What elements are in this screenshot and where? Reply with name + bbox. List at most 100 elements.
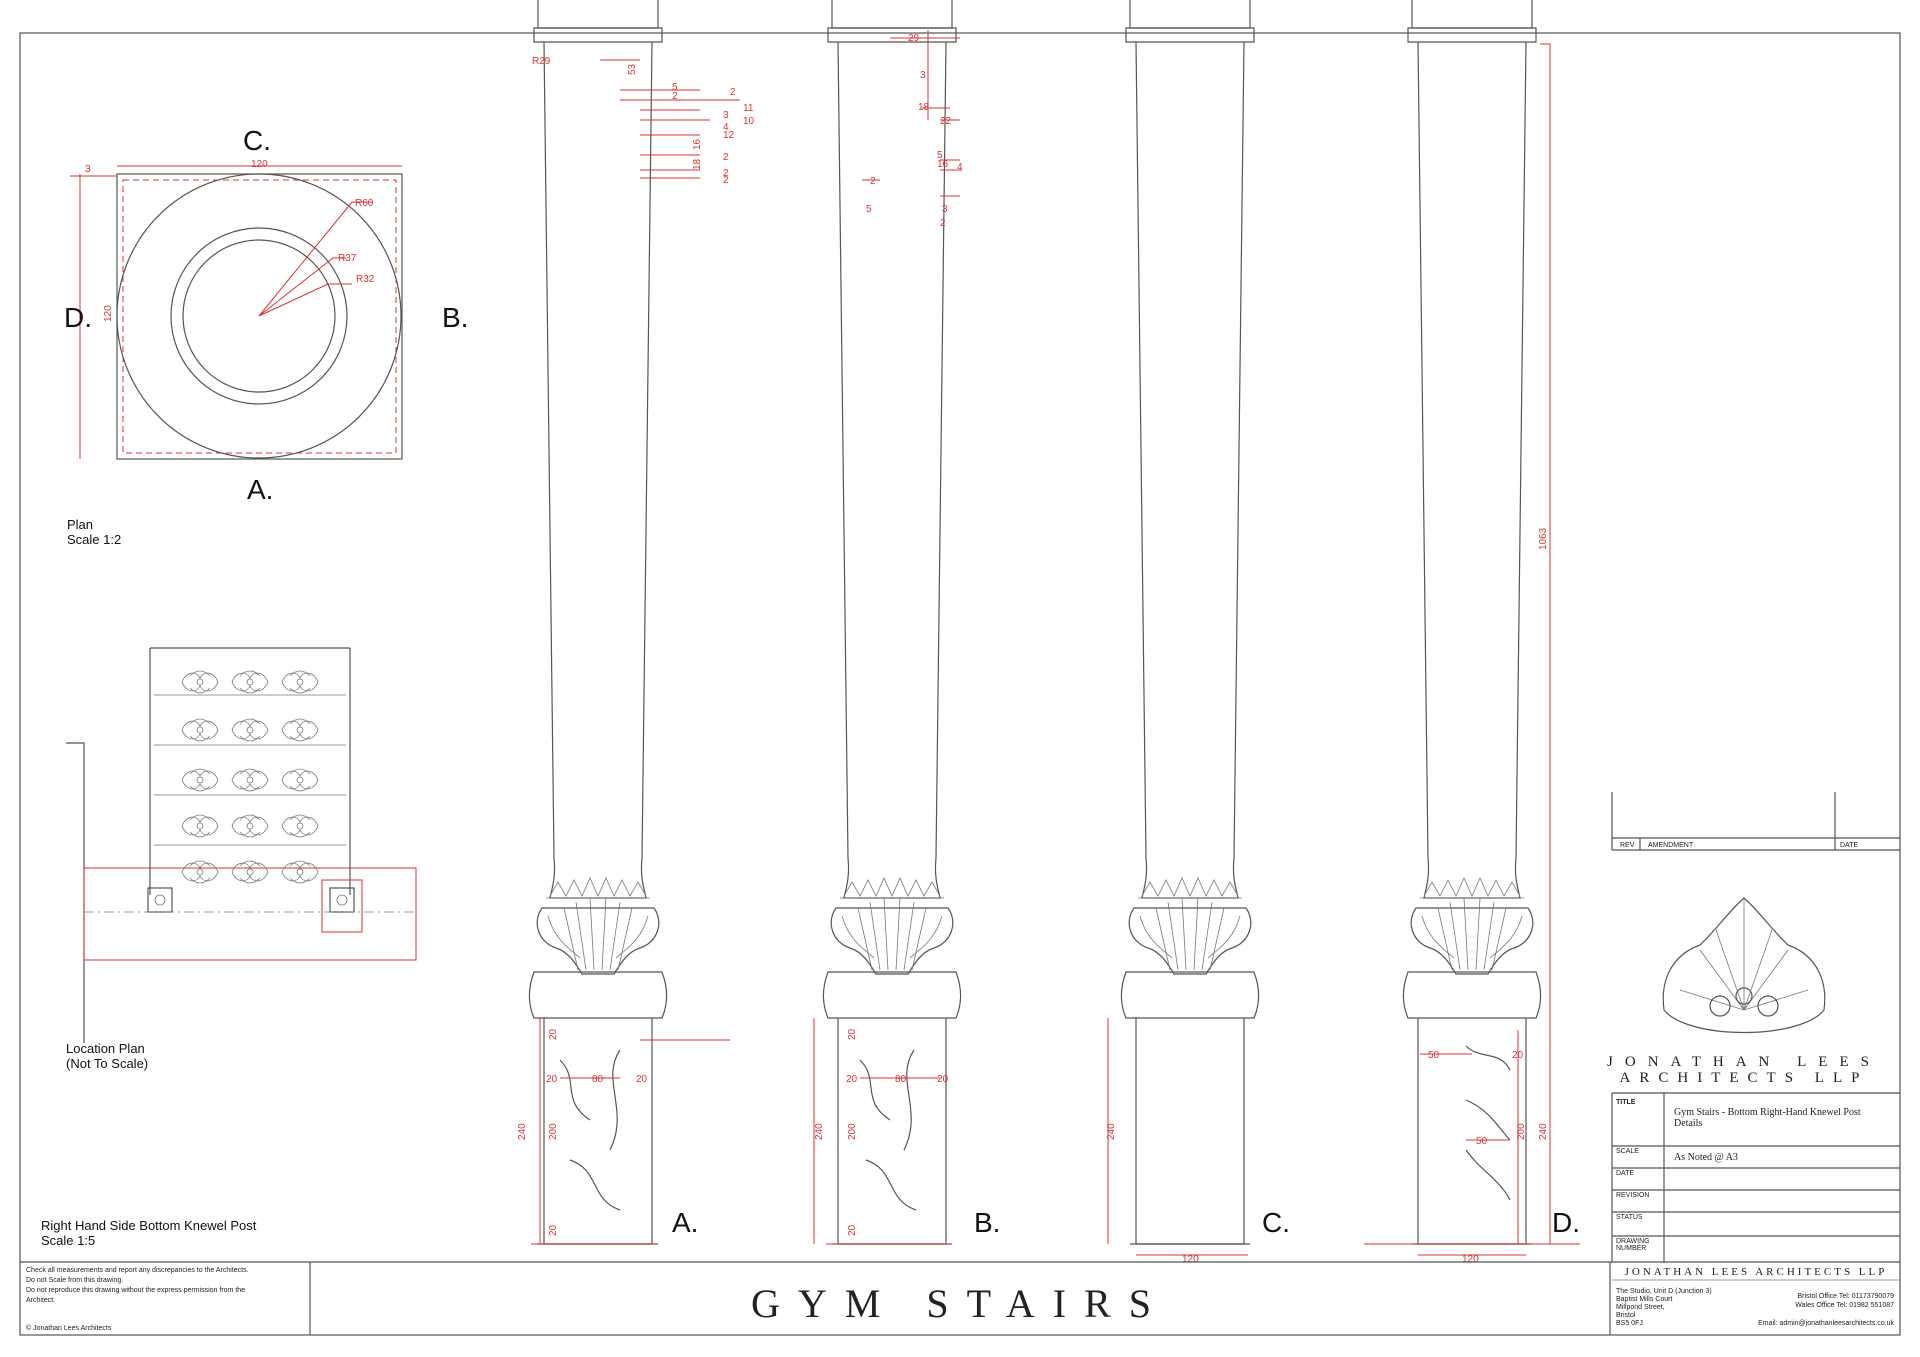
railing-frame	[149, 647, 351, 895]
elevation-d: D. 1063 50 20 50 200 240 120	[1364, 0, 1580, 1265]
bristol-office-phone: Bristol Office Tel: 01173790079	[1797, 1293, 1894, 1300]
railing-panels	[181, 670, 319, 884]
revision-table: REV AMENDMENT DATE	[1611, 792, 1900, 851]
elevation-b-dim: 5	[866, 204, 872, 215]
address-line: BS5 0FJ	[1616, 1320, 1643, 1327]
elevation-a-dim: 2	[730, 87, 736, 98]
elevation-d-dim: 200	[1516, 1123, 1527, 1140]
elevation-a-dim: 200	[548, 1123, 559, 1140]
elevation-caption-title: Right Hand Side Bottom Knewel Post	[41, 1218, 257, 1233]
elevation-b-dim: 200	[847, 1123, 858, 1140]
elevation-a-dim: 3	[723, 110, 729, 121]
elevation-b-dim: 3	[920, 70, 926, 81]
title-value-line2: Details	[1674, 1118, 1702, 1129]
elevation-b-dim: 2	[870, 176, 876, 187]
email-link[interactable]: Email: admin@jonathanleesarchitects.co.u…	[1758, 1320, 1894, 1327]
anthemion-ornament-icon	[1662, 897, 1826, 1034]
plan-inner-square	[122, 179, 397, 454]
elevation-a-dim: 10	[743, 116, 755, 127]
elevation-d-dimension-lines	[1364, 43, 1580, 1256]
elevation-a-label: A.	[672, 1207, 698, 1238]
elevation-b-dim: 5	[937, 150, 943, 161]
drawing-number-label-2: NUMBER	[1616, 1245, 1646, 1252]
elevation-a-dim: 20	[636, 1074, 648, 1085]
amendment-column-header: AMENDMENT	[1648, 842, 1694, 849]
plan-radius-mid: R37	[338, 253, 357, 264]
plan-radius-outer: R60	[355, 198, 374, 209]
elevation-a-dim: 80	[592, 1074, 604, 1085]
elevation-b-dimension-lines	[813, 30, 962, 1245]
railing-rails	[154, 694, 346, 846]
elevation-b-label: B.	[974, 1207, 1000, 1238]
elevation-a-dim: 2	[723, 168, 729, 179]
footer-divider-lines	[20, 1261, 1900, 1335]
elevation-a-dim: 240	[517, 1123, 528, 1140]
logo-line-2: ARCHITECTS LLP	[1620, 1070, 1869, 1086]
wales-office-phone: Wales Office Tel: 01982 551087	[1795, 1302, 1894, 1309]
elevation-a-dim: 4	[723, 122, 729, 133]
elevation-a-dim: 20	[546, 1074, 558, 1085]
elevation-b-dim: 2	[940, 218, 946, 229]
elevation-a-dim: R29	[532, 56, 551, 67]
elevation-b-dim: 240	[814, 1123, 825, 1140]
elevation-d-dim: 120	[1462, 1254, 1479, 1265]
elevation-d-label: D.	[1552, 1207, 1580, 1238]
elevation-a-dim: 12	[723, 130, 735, 141]
plan-circle-outer	[116, 173, 402, 459]
newel-post-right	[329, 887, 355, 913]
elevation-c-dimension-lines	[1107, 1018, 1248, 1256]
elevation-b-dim: 20	[847, 1028, 858, 1040]
title-value-line1: Gym Stairs - Bottom Right-Hand Knewel Po…	[1674, 1107, 1861, 1118]
plan-dim-width: 120	[251, 159, 268, 170]
plan-label-right: B.	[442, 302, 468, 333]
elevation-b-dim: 20	[846, 1074, 858, 1085]
firm-footer: JONATHAN LEES ARCHITECTS LLP The Studio,…	[1612, 1266, 1900, 1327]
status-label: STATUS	[1616, 1214, 1643, 1221]
location-plan: Location Plan (Not To Scale)	[66, 647, 417, 1071]
plan-radius-lines	[258, 201, 372, 317]
plan-circle-inner	[182, 239, 336, 393]
date-column-header: DATE	[1840, 842, 1858, 849]
plan-label-left: D.	[64, 302, 92, 333]
plan-caption-scale: Scale 1:2	[67, 532, 121, 547]
elevation-a-dim: 53	[627, 63, 638, 75]
rev-column-header: REV	[1620, 842, 1635, 849]
elevation-a-dim: 16	[692, 138, 703, 150]
plan-circle-mid	[170, 227, 348, 405]
elevation-b-dim: 20	[847, 1224, 858, 1236]
plan-radius-inner: R32	[356, 274, 375, 285]
elevation-d-dim: 50	[1476, 1136, 1488, 1147]
newel-post-left	[147, 887, 173, 913]
elevation-a-dim: 2	[723, 152, 729, 163]
project-title: GYM STAIRS	[751, 1281, 1169, 1326]
note-line: Do not Scale from this drawing.	[26, 1277, 123, 1284]
logo-line-1: JONATHAN LEES	[1607, 1054, 1881, 1070]
newel-post-highlight	[321, 879, 363, 933]
elevation-d-dim: 240	[1538, 1123, 1549, 1140]
elevation-d-dim: 20	[1512, 1050, 1524, 1061]
location-caption-scale: (Not To Scale)	[66, 1056, 148, 1071]
copyright-text: © Jonathan Lees Architects	[26, 1324, 112, 1332]
elevation-a-dimension-lines	[531, 59, 740, 1245]
elevation-caption-scale: Scale 1:5	[41, 1233, 95, 1248]
elevation-b-dim: 22	[940, 116, 952, 127]
elevation-a-dim: 20	[548, 1224, 559, 1236]
address-line: The Studio, Unit D (Junction 3)	[1616, 1288, 1712, 1295]
elevation-a-tracery	[559, 1049, 621, 1211]
elevation-c-dim: 240	[1106, 1123, 1117, 1140]
elevation-a-dim: 18	[692, 158, 703, 170]
elevation-b: B. 29 3 18 22 5 16 4 2 5 3 2 240 20 200 …	[813, 0, 1000, 1245]
plan-dim-offset: 3	[85, 164, 91, 175]
note-line: Architect.	[26, 1297, 55, 1304]
elevation-b-dim: 29	[908, 33, 920, 44]
elevation-b-dim: 16	[937, 159, 949, 170]
firm-name: JONATHAN LEES ARCHITECTS LLP	[1625, 1266, 1888, 1278]
elevation-b-dim: 18	[918, 102, 930, 113]
elevation-b-dim: 4	[957, 162, 963, 173]
elevation-a-dim: 5	[672, 82, 678, 93]
plan-dimension-lines	[70, 165, 402, 459]
location-plan-outline	[83, 867, 417, 961]
plan-label-top: C.	[243, 125, 271, 156]
elevation-c: C. 240 120	[1106, 0, 1290, 1265]
